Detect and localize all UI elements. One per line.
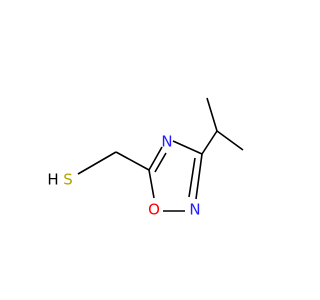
oxygen-atom-label: O xyxy=(148,201,160,219)
molecule-diagram: H S N O N xyxy=(47,97,244,219)
bond-ch2-c5 xyxy=(115,151,150,171)
bond-ch-ch3-up xyxy=(206,97,218,132)
hydrogen-atom-label: H xyxy=(47,171,58,189)
bond-n2-c3-double xyxy=(188,157,196,198)
bond-ch-ch3-right xyxy=(216,130,244,151)
bonds xyxy=(77,97,244,212)
nitrogen-atom-label-top: N xyxy=(161,133,172,151)
bond-c3-ch xyxy=(201,130,218,155)
bond-c5-o1 xyxy=(148,169,155,199)
bond-s-ch2 xyxy=(77,151,117,175)
atom-labels: H S N O N xyxy=(47,133,200,219)
nitrogen-atom-label-bottom: N xyxy=(189,201,200,219)
sulfur-atom-label: S xyxy=(63,171,73,189)
bond-c5-n4 xyxy=(148,146,163,171)
bond-n2-c3 xyxy=(195,153,203,200)
bond-n4-c3 xyxy=(172,140,203,155)
bond-c5-n4-double xyxy=(154,152,167,173)
